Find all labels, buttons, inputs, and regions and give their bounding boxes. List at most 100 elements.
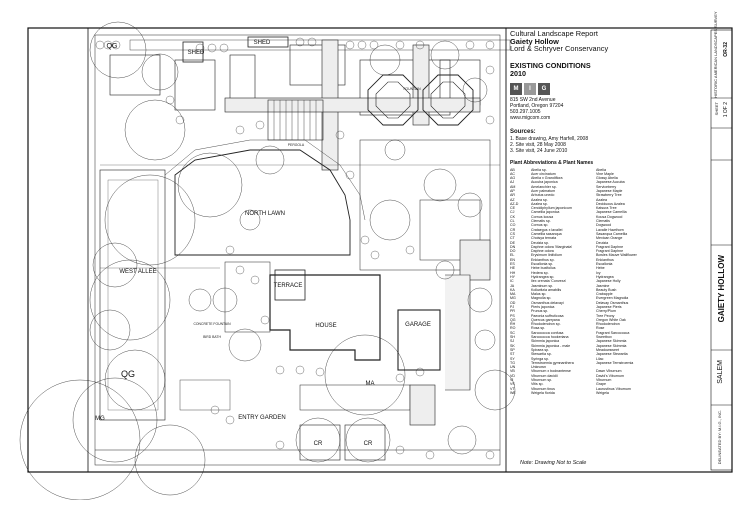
abbr-common: Glossy Abelia xyxy=(596,176,618,181)
label-fountain: FOUNTAIN xyxy=(403,87,421,91)
abbr-code: VD xyxy=(510,373,515,378)
abbr-common: Delavay Osmanthus xyxy=(596,300,629,305)
source-item: 3. Site visit, 24 June 2010 xyxy=(510,148,568,154)
phone: 503.297.1005 xyxy=(510,108,541,115)
logo-letter: I xyxy=(524,82,536,95)
abbr-code: SY xyxy=(510,356,515,361)
abbr-code: DO xyxy=(510,249,516,254)
abbr-botanical: Clematis sp. xyxy=(531,219,551,224)
label-west-allee: WEST ALLEE xyxy=(119,269,156,275)
abbr-botanical: Azalea sp. xyxy=(531,197,548,202)
abbr-code: HH xyxy=(510,270,516,275)
abbr-code: ES xyxy=(510,262,515,267)
abbr-botanical: Sarcococca hookeriana xyxy=(531,335,569,340)
scale-note: Note: Drawing Not to Scale xyxy=(520,460,587,466)
abbr-code: VT xyxy=(510,386,515,391)
label-cr-2: CR xyxy=(364,441,373,447)
label-bird-bath: BIRD BATH xyxy=(203,335,221,339)
abbr-botanical: Hydrangea sp. xyxy=(531,274,555,279)
label-entry-garden: ENTRY GARDEN xyxy=(238,415,285,421)
abbr-common: Mexican Orange xyxy=(596,236,623,241)
abbr-common: Clematis xyxy=(596,219,610,224)
abbr-botanical: Erysimum linifolium xyxy=(531,253,562,258)
abbr-code: CE xyxy=(510,206,515,211)
abbr-botanical: Deutzia sp. xyxy=(531,240,549,245)
title-block: Cultural Landscape Report Gaiety Hollow … xyxy=(510,30,710,395)
label-qg-1: QG xyxy=(107,43,118,50)
abbr-botanical: Syringa sp. xyxy=(531,356,549,361)
abbr-common: Strawberry Tree xyxy=(596,193,622,198)
label-cr-1: CR xyxy=(314,441,323,447)
abbr-common: Hydrangea xyxy=(596,274,614,279)
label-shed: SHED xyxy=(188,50,205,56)
abbr-common: Dogwood xyxy=(596,223,612,228)
abbr-code: CS xyxy=(510,231,515,236)
abbr-botanical: Kolkwitzia amabilis xyxy=(531,287,562,292)
abbr-botanical: Skimmia japonica - male xyxy=(531,343,571,348)
abbr-common: Japanese Ternstroemia xyxy=(596,360,634,365)
source-item: 2. Site visit, 28 May 2008 xyxy=(510,142,566,148)
city-name: SALEM xyxy=(717,360,724,384)
abbr-common: Jasmine xyxy=(596,283,610,288)
abbr-common: Evergreen Magnolia xyxy=(596,296,629,301)
plant-canopies xyxy=(19,21,516,501)
abbr-botanical: Viburnum x bodnantense xyxy=(531,369,571,374)
abbr-common: Laurustinus Viburnum xyxy=(596,386,631,391)
abbr-code: DE xyxy=(510,240,515,245)
abbr-botanical: Magnolia sp. xyxy=(531,296,552,301)
site-title-vertical: GAIETY HOLLOW xyxy=(717,255,726,323)
site-name: Gaiety Hollow xyxy=(510,36,559,46)
abbreviation-row: SY Syringa sp. Lilac xyxy=(510,357,640,361)
abbr-common: Abelia xyxy=(596,167,606,172)
abbr-common: Fragrant Sarcococca xyxy=(596,330,630,335)
label-garage: GARAGE xyxy=(405,322,431,328)
mig-logo: M I G xyxy=(510,82,710,95)
abbr-code: AC xyxy=(510,171,515,176)
abbr-botanical: Acer palmatum xyxy=(531,188,556,193)
abbr-code: CJ xyxy=(510,210,515,215)
abbr-common: Kousa Dogwood xyxy=(596,214,623,219)
abbr-code: SH xyxy=(510,335,515,340)
abbr-common: Lilac xyxy=(596,356,604,361)
sources-heading: Sources: xyxy=(510,128,536,135)
abbr-botanical: Camellia japonica xyxy=(531,210,560,215)
label-qg-2: QG xyxy=(121,369,135,379)
abbr-code: SJ xyxy=(510,339,515,344)
abbr-botanical: Ternstroemia gymnanthera xyxy=(531,360,574,365)
shrub-dots xyxy=(95,37,495,460)
address-line-1: 815 SW 2nd Avenue xyxy=(510,96,556,103)
owner-name: Lord & Schryver Conservancy xyxy=(510,44,609,53)
abbr-common: Vine Maple xyxy=(596,171,614,176)
abbr-code: VI xyxy=(510,378,514,383)
abbr-botanical: Rhododendron sp. xyxy=(531,322,561,327)
abbr-common: Japanese Maple xyxy=(596,188,623,193)
abbr-common: Weigela xyxy=(596,390,609,395)
abbr-code: AZ xyxy=(510,197,515,202)
abbr-common: Deciduous Azalea xyxy=(596,201,625,206)
abbr-common: Rhododendron xyxy=(596,322,620,327)
abbr-common: Tree Peony xyxy=(596,313,615,318)
abbr-code: AB xyxy=(510,167,515,172)
abbr-common: Deutzia xyxy=(596,240,609,245)
abbr-common: Beauty Bush xyxy=(596,287,617,292)
abbreviation-row: DE Deutzia sp. Deutzia xyxy=(510,241,640,245)
